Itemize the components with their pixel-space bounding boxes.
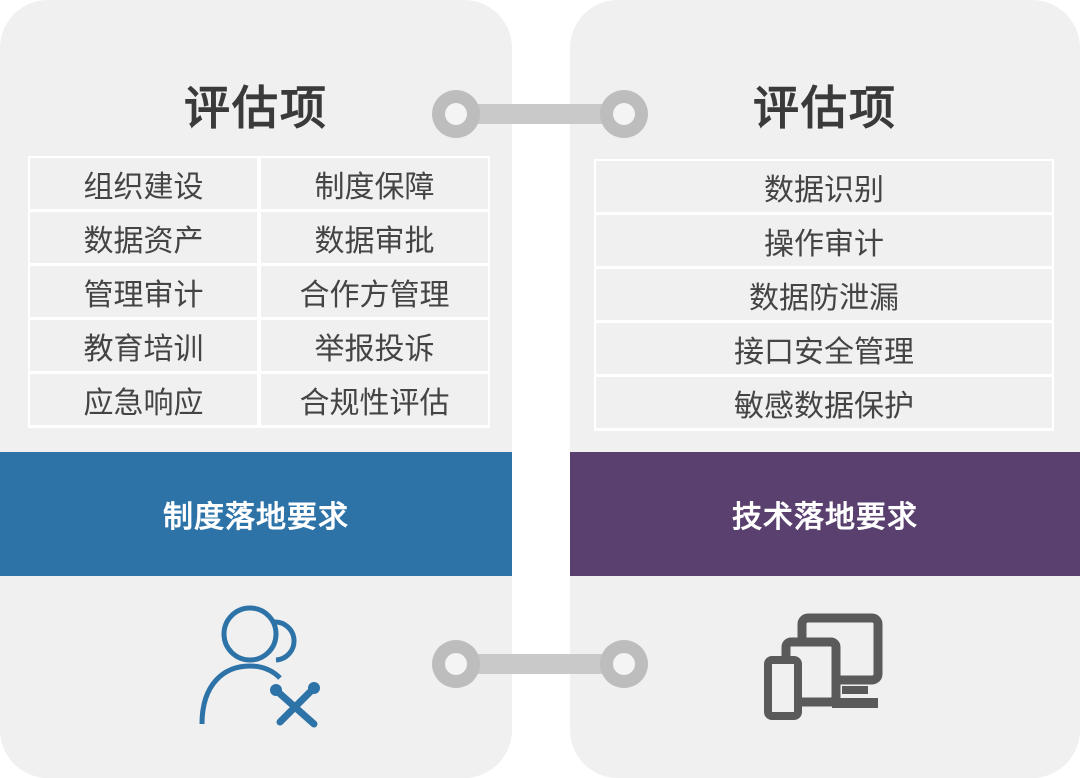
right-items-list: 数据识别 操作审计 数据防泄漏 接口安全管理 敏感数据保护 bbox=[594, 159, 1054, 431]
devices-icon bbox=[764, 613, 883, 720]
people-tools-icon bbox=[199, 605, 320, 728]
right-item: 数据防泄漏 bbox=[594, 269, 1054, 323]
left-item: 制度保障 bbox=[259, 158, 490, 212]
top-connector bbox=[432, 90, 648, 138]
right-item: 数据识别 bbox=[594, 161, 1054, 215]
right-title: 评估项 bbox=[753, 81, 897, 135]
left-card bbox=[0, 0, 512, 778]
bottom-connector bbox=[432, 640, 648, 688]
right-item: 接口安全管理 bbox=[594, 323, 1054, 377]
left-band: 制度落地要求 bbox=[0, 452, 512, 576]
right-item: 敏感数据保护 bbox=[594, 377, 1054, 431]
left-item: 应急响应 bbox=[28, 374, 259, 428]
left-item: 教育培训 bbox=[28, 320, 259, 374]
left-items-grid: 组织建设 制度保障 数据资产 数据审批 管理审计 合作方管理 教育培训 举报投诉… bbox=[28, 156, 490, 428]
left-item: 数据审批 bbox=[259, 212, 490, 266]
left-item: 组织建设 bbox=[28, 158, 259, 212]
left-title: 评估项 bbox=[184, 81, 328, 135]
left-item: 管理审计 bbox=[28, 266, 259, 320]
left-item: 举报投诉 bbox=[259, 320, 490, 374]
left-item: 数据资产 bbox=[28, 212, 259, 266]
right-item: 操作审计 bbox=[594, 215, 1054, 269]
left-item: 合作方管理 bbox=[259, 266, 490, 320]
left-item: 合规性评估 bbox=[259, 374, 490, 428]
right-band: 技术落地要求 bbox=[570, 452, 1080, 576]
